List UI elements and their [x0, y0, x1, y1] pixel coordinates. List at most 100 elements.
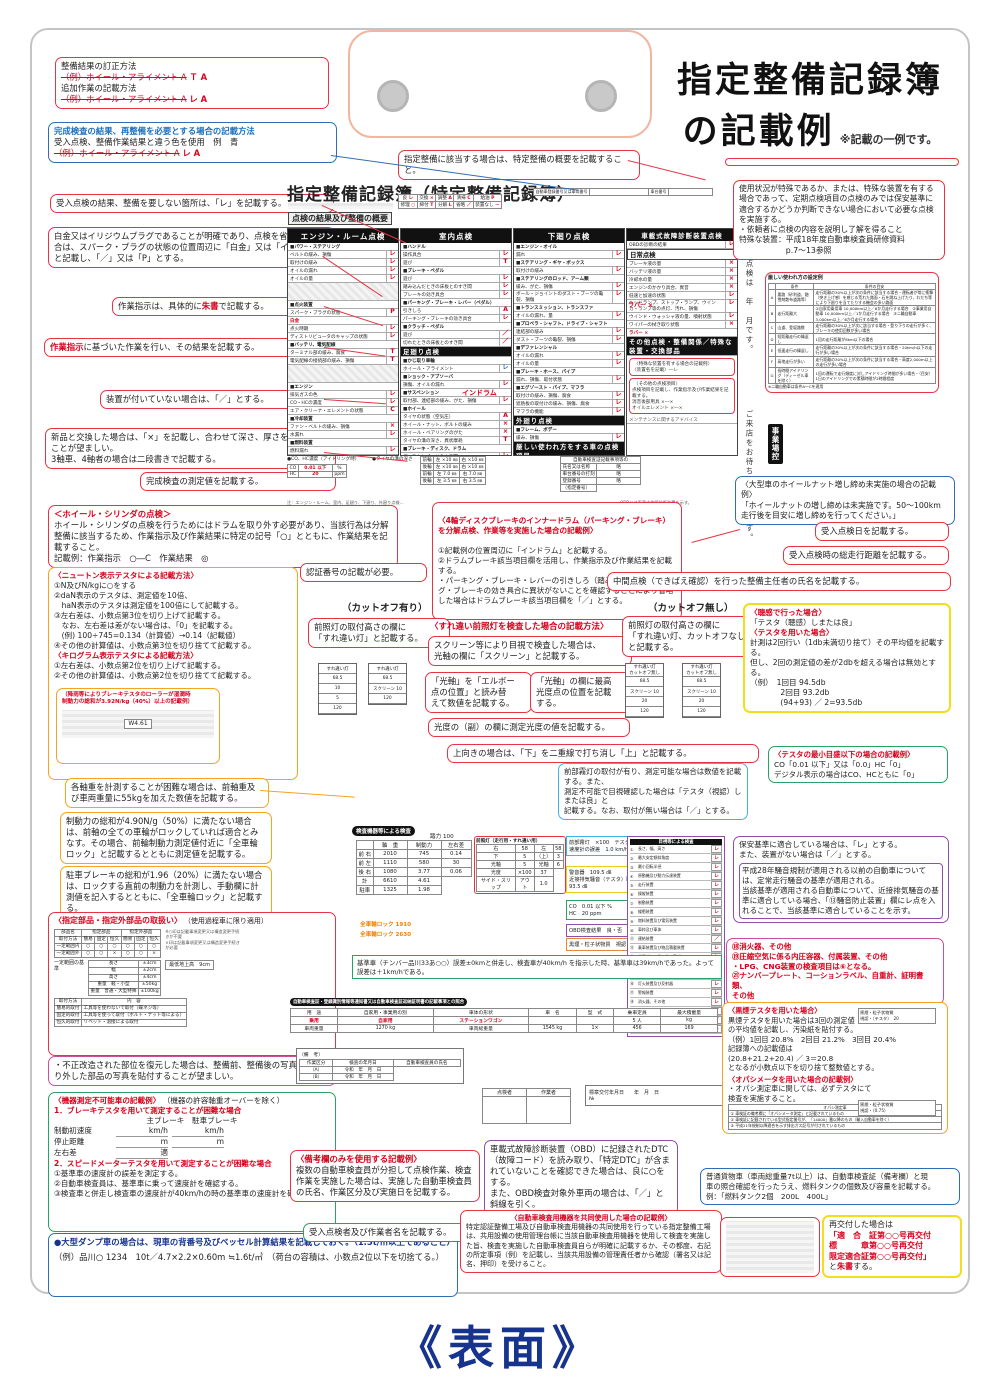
newton-title: 〈ニュートン表示テスタによる記載方法〉 [54, 571, 199, 580]
legend-cell: 良 レ [398, 194, 418, 202]
hcard-row: すれ違い灯 [369, 664, 406, 674]
veh-h6: 最大積載量 [660, 1008, 718, 1017]
form-item: ボール・ジョイントのダスト・ブーツの亀裂、損傷レ [514, 290, 624, 304]
form-item: オイルの量レ [288, 274, 398, 283]
form-item: 踏み込んだときの床板とのすき間レ [401, 282, 511, 291]
tire-label: ●タイヤの溝の深さ [372, 457, 413, 462]
vehicle-info-block: 自動車検査証・登録識別情報等通知書又は自動車検査証返納証明書の記載事項との照合 … [289, 988, 718, 1033]
form-item: 〈特殊な装置を有する場合の記載例〉 〈装置名を記載〉―レ [629, 358, 735, 376]
kyodo-title: 〈自動車検査用機器を共同使用した場合の記載例〉 [510, 1214, 672, 1222]
brake-h2: 制動力 [406, 840, 442, 850]
parts-t3-row: 恒久的取付リベット・溶接による取付 [54, 1019, 187, 1028]
parts-ground-clearance: 最低地上高 9cm [165, 959, 214, 971]
bikou-only-body: 複数の自動車検査員が分担して点検作業、検査作業を実施した場合は、実施した自動車検… [296, 1165, 472, 1198]
form-item: ■トランスミッション、トランスファ [514, 304, 624, 312]
veh-d6: 169 [660, 1024, 718, 1033]
page-title-line1: 指定整備記録簿 [676, 61, 943, 101]
parts-table3: 取付方法内 容 簡易的取付工具等を使わないで取付（蝶ネジ等）固定的取付工具等を使… [54, 998, 187, 1028]
box-kyodo: 〈自動車検査用機器を共同使用した場合の記載例〉 特定認証整備工場及び自動車検査用… [460, 1210, 722, 1274]
callout-work-result: 作業指示に基づいた作業を行い、その結果を記載する。 [44, 338, 336, 358]
work-result-b: に基づいた作業を行い、その結果を記載する。 [83, 342, 260, 352]
form-item: 漏れレ [514, 250, 624, 259]
callout-headlight-4: 「光軸」の欄に最高 光度点の位置を記載 する。 [530, 672, 632, 714]
form-item: 遮熱板の取付けの緩み、損傷、腐食レ [514, 399, 624, 408]
unmeasurable-sec2: 2．スピードメーターテスタを用いて測定することが困難な場合 [54, 1159, 272, 1169]
form-item: CO・HCの濃度レ [288, 398, 398, 407]
parts-note: （使用過程車に限り適用） [183, 917, 268, 925]
form-item: 取付けの緩みレ [288, 258, 398, 267]
callout-work-instruction: 作業指示は、具体的に朱書で記載する。 [112, 297, 336, 317]
box-hearing-test: 〈聴感で行った場合〉 「テスタ（聴感）しまたは良」 〈テスタを用いた場合〉 計測… [743, 603, 951, 714]
unmeasurable-sec1: 1．ブレーキテスタを用いて測定することが困難な場合 [54, 1106, 242, 1116]
reissue-line2: 「適 合 証第○○号再交付 [829, 1230, 931, 1240]
engine-header: エンジン・ルーム点検 [288, 229, 398, 243]
parts-sub5: 固定 [133, 935, 149, 944]
parts-sub3: 恒久 [107, 935, 122, 944]
hoan-paragraph2: 平成28年騒音規制が適用される以前の自動車については、定常走行騒音の基準が適用さ… [739, 863, 943, 920]
form-item: 切れたときの床板とのすき間／ [401, 338, 511, 347]
form-item: ■パワー・ステアリング [288, 243, 398, 251]
parts-title: 〈指定部品・指定外部品の取扱い〉 [54, 916, 182, 925]
correction-ex1: （例）ホイール・アライメント A [61, 72, 187, 83]
veh-d4: 1× [575, 1024, 615, 1033]
veh-v3 [528, 1016, 577, 1025]
callout-no-maintenance: 受入点検の結果、整備を要しない箇所は、「レ」を記載する。 [50, 194, 334, 214]
callout-correction: 整備結果の訂正方法 （例）ホイール・アライメント A Ｔ A 追加作業の記載方法… [55, 57, 329, 110]
unmeasurable-row: 停止距離 m m [54, 1137, 330, 1149]
wet-brake-diagram: W4.61 [62, 709, 214, 738]
recheck-line1: 完成検査の結果、再整備を必要とする場合の記載方法 [54, 126, 255, 136]
callout-headlight-1: 前照灯の取付高さの欄に 「すれ違い灯」と記載する。 [308, 618, 450, 649]
form-item: ■パーキング・ブレーキ・レバー（ペダル） [401, 299, 511, 307]
unmeasurable-row: 左右差 適 [54, 1148, 330, 1160]
lock-note-1: 全車輪ロック 1910 [360, 922, 412, 928]
smoke-title: 〈黒煙テスタを用いた場合〉 [728, 1006, 822, 1015]
veh-h3: 車 名 [528, 1008, 577, 1017]
reissue-line5c: する。 [853, 1262, 877, 1272]
form-item: 外廻り点検 [514, 416, 624, 426]
form-item: メンテナンスに関するアドバイス [627, 416, 737, 424]
form-item: ■サスペンション [401, 389, 511, 397]
wet-brake-title: （降雨等によりブレーキテスタのローラーが湿潤時 制動力の総和が3.92N/kg（… [62, 692, 194, 706]
page-title-line2: の記載例 [682, 112, 835, 152]
box-fire-extinguisher: ⑱消火器、その他 ⑲圧縮空気に係る内圧容器、付属装置、その他 ・LPG、CNG装… [726, 938, 944, 1005]
form-item: ダスト・ブーツの亀裂、損傷レ [514, 335, 624, 344]
parts-t1-h1: 指定部品 [80, 928, 122, 937]
box-reissue: 再交付した場合は 「適 合 証第○○号再交付 標 章第○○号再交付 限定適合証第… [822, 1215, 962, 1278]
min-scale-title: 〈テスタの最小目盛以下の場合の記載例〉 [774, 750, 915, 759]
opaci-row: ③ 平成21年規制以降適合を示す排出ガス記号が付されているもの [728, 1122, 942, 1130]
veh-d3: 1545 kg [528, 1024, 577, 1033]
opaci-body: ・オパシ測定車に関しては、必ずテスタにて 検査を実施すること。 [728, 1084, 872, 1103]
veh-h0: 用 途 [289, 1008, 339, 1017]
hcard-row: 120 [319, 704, 356, 714]
work-result-a: 作業指示 [50, 342, 84, 352]
work-h1: 検査の年月日 [332, 1059, 394, 1067]
form-item: ■かじ取り車輪 [401, 357, 511, 365]
indrum-body: ①記載例の位置周辺に「インドラム」と記載する。 ②ドラムブレーキ該当項目欄を活用… [438, 546, 674, 606]
form-item: ■クラッチ・ペダル [401, 323, 511, 331]
work-row: （A）令和 年 月 日 [298, 1066, 461, 1074]
parts-t1-row: 一定範囲内○○○○○○ [54, 942, 162, 951]
form-column-obd: 車載式故障診断装置点検 OBDの診断の結果レ日常点検ブレーキ液の量×バッテリ液の… [626, 228, 738, 456]
